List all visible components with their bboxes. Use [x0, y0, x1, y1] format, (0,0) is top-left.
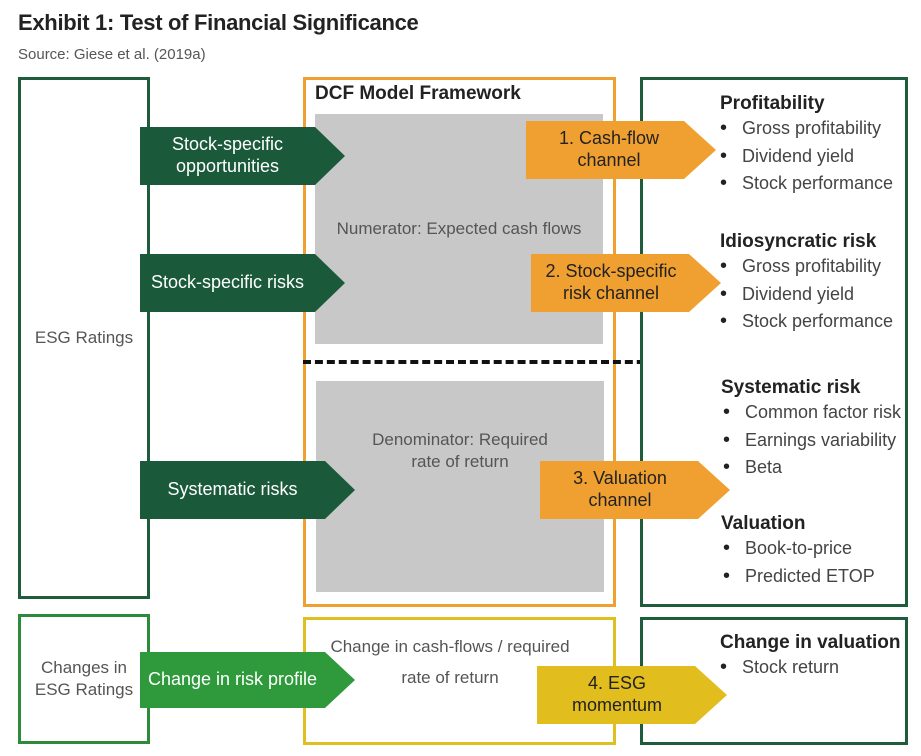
list-item: Book-to-price: [721, 535, 875, 563]
list-item: Stock return: [718, 654, 901, 682]
esg-ratings-label: ESG Ratings: [34, 327, 134, 347]
arrow-label: 2. Stock-specific risk channel: [545, 261, 677, 303]
list-item: Predicted ETOP: [721, 563, 875, 591]
profitability-heading: Profitability: [720, 93, 825, 114]
arrow-label: Change in risk profile: [147, 669, 318, 690]
arrow-label: Stock-specific opportunities: [171, 134, 284, 176]
arrow-label: 4. ESG momentum: [572, 673, 663, 715]
arrow-stock-specific-opportunities: Stock-specific opportunities: [140, 127, 345, 185]
list-item: Common factor risk: [721, 399, 901, 427]
arrow-label: 3. Valuation channel: [573, 468, 667, 510]
arrow-label: Stock-specific risks: [150, 272, 305, 293]
divider-line: [303, 360, 907, 364]
arrow-stock-specific-risk-channel: 2. Stock-specific risk channel: [531, 254, 721, 312]
arrow-systematic-risks: Systematic risks: [140, 461, 355, 519]
list-item: Dividend yield: [718, 281, 893, 309]
idiosyncratic-list: Gross profitability Dividend yield Stock…: [718, 253, 893, 336]
change-dcf-label: Change in cash-flows / required rate of …: [330, 637, 570, 687]
list-item: Stock performance: [718, 170, 893, 198]
list-item: Earnings variability: [721, 427, 901, 455]
arrow-label: Systematic risks: [167, 479, 298, 500]
idiosyncratic-group: Idiosyncratic risk Gross profitability D…: [720, 231, 893, 336]
change-valuation-group: Change in valuation Stock return: [720, 632, 901, 682]
list-item: Gross profitability: [718, 253, 893, 281]
arrow-valuation-channel: 3. Valuation channel: [540, 461, 730, 519]
change-valuation-list: Stock return: [718, 654, 901, 682]
changes-in-esg-ratings-label: Changes in ESG Ratings: [34, 657, 134, 699]
valuation-list: Book-to-price Predicted ETOP: [721, 535, 875, 590]
idiosyncratic-heading: Idiosyncratic risk: [720, 231, 877, 252]
list-item: Beta: [721, 454, 901, 482]
arrow-esg-momentum: 4. ESG momentum: [537, 666, 727, 724]
numerator-label: Numerator: Expected cash flows: [336, 218, 582, 238]
profitability-list: Gross profitability Dividend yield Stock…: [718, 115, 893, 198]
valuation-group: Valuation Book-to-price Predicted ETOP: [721, 513, 875, 590]
systematic-group: Systematic risk Common factor risk Earni…: [721, 377, 901, 482]
list-item: Gross profitability: [718, 115, 893, 143]
list-item: Dividend yield: [718, 143, 893, 171]
arrow-cash-flow-channel: 1. Cash-flow channel: [526, 121, 716, 179]
change-valuation-heading: Change in valuation: [720, 632, 901, 653]
systematic-list: Common factor risk Earnings variability …: [721, 399, 901, 482]
systematic-heading: Systematic risk: [721, 377, 861, 398]
arrow-change-in-risk-profile: Change in risk profile: [140, 652, 355, 708]
changes-in-esg-ratings-box: Changes in ESG Ratings: [18, 614, 150, 744]
dcf-framework-title: DCF Model Framework: [315, 83, 521, 104]
list-item: Stock performance: [718, 308, 893, 336]
esg-ratings-box: ESG Ratings: [18, 77, 150, 599]
denominator-label: Denominator: Required rate of return: [372, 430, 548, 472]
source-note: Source: Giese et al. (2019a): [18, 46, 206, 63]
exhibit-title: Exhibit 1: Test of Financial Significanc…: [18, 10, 419, 35]
valuation-heading: Valuation: [721, 513, 806, 534]
arrow-stock-specific-risks: Stock-specific risks: [140, 254, 345, 312]
profitability-group: Profitability Gross profitability Divide…: [720, 93, 893, 198]
arrow-label: 1. Cash-flow channel: [558, 128, 660, 170]
